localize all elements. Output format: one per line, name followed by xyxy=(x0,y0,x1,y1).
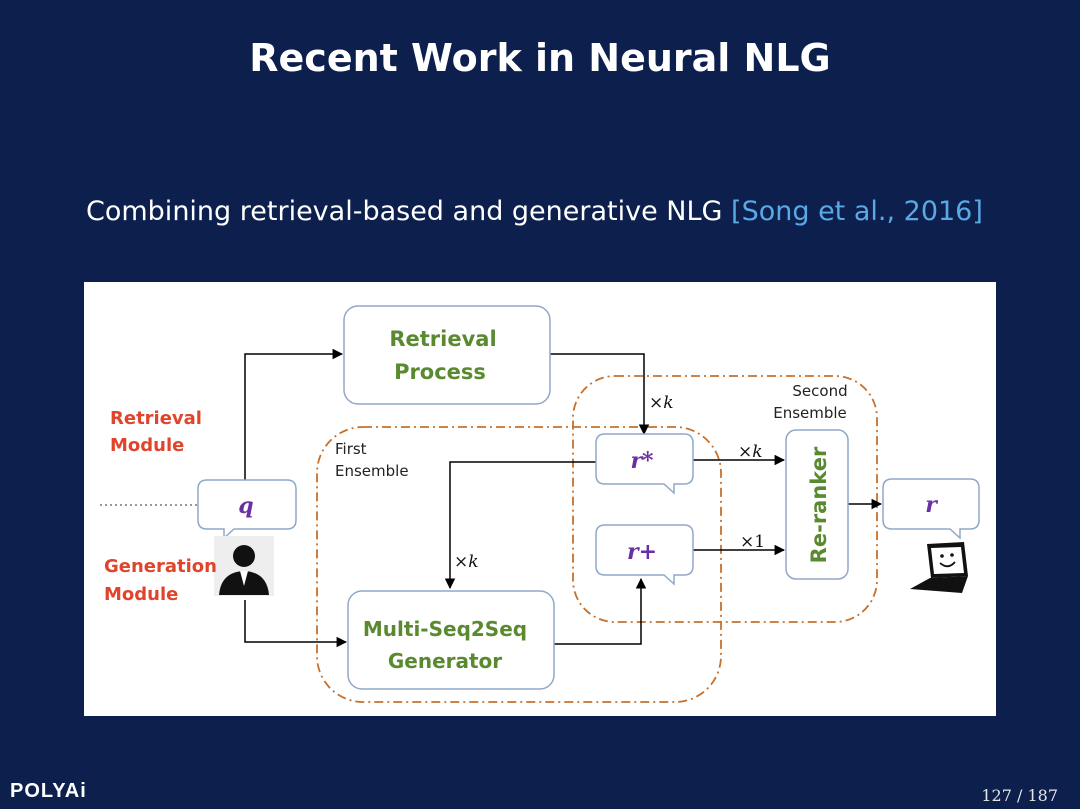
arrow-q-to-retrieval xyxy=(244,348,344,480)
retrieval-process-box xyxy=(343,305,551,405)
multiplicity-k-generator: ×k xyxy=(454,552,479,572)
first-ensemble-label-1: First xyxy=(335,440,367,458)
output-symbol: r xyxy=(925,492,938,518)
query-bubble xyxy=(197,479,297,540)
output-bubble xyxy=(882,478,980,540)
citation-link[interactable]: [Song et al., 2016] xyxy=(731,196,983,227)
polyai-logo: POLYAi xyxy=(10,780,87,802)
slide-subtitle: Combining retrieval-based and generative… xyxy=(86,196,983,227)
generation-module-label-1: Generation xyxy=(104,556,217,577)
slide-title: Recent Work in Neural NLG xyxy=(249,36,831,80)
generator-label-2: Generator xyxy=(388,649,502,673)
r-plus-bubble xyxy=(595,524,694,586)
r-star-bubble xyxy=(595,433,694,495)
generator-label-1: Multi-Seq2Seq xyxy=(363,617,527,641)
second-ensemble-label-1: Second xyxy=(792,382,847,400)
subtitle-text: Combining retrieval-based and generative… xyxy=(86,196,723,227)
retrieval-process-label-2: Process xyxy=(394,360,486,384)
reranker-box xyxy=(785,429,849,580)
generation-module-label-2: Module xyxy=(104,584,178,605)
multiplicity-k-rstar: ×k xyxy=(738,442,763,462)
arrow-retrieval-to-rstar xyxy=(550,353,650,436)
first-ensemble-region xyxy=(316,426,722,703)
architecture-figure: Retrieval Process Multi-Seq2Seq Generato… xyxy=(84,282,996,716)
architecture-diagram: Retrieval Process Multi-Seq2Seq Generato… xyxy=(100,305,980,703)
arrow-generator-to-rplus xyxy=(554,577,647,645)
retrieval-module-label-1: Retrieval xyxy=(110,408,202,429)
user-icon xyxy=(214,536,274,596)
retrieval-process-label-1: Retrieval xyxy=(389,327,496,351)
multiplicity-1-rplus: ×1 xyxy=(740,532,765,552)
arrow-q-to-generator xyxy=(244,600,348,648)
laptop-smiley-icon xyxy=(910,542,968,593)
reranker-label: Re-ranker xyxy=(807,446,831,563)
generator-box xyxy=(347,590,555,690)
query-symbol: q xyxy=(238,493,253,519)
multiplicity-k-retrieval: ×k xyxy=(649,393,674,413)
r-plus-symbol: r+ xyxy=(627,539,657,565)
r-star-symbol: r* xyxy=(630,448,654,474)
retrieval-module-label-2: Module xyxy=(110,435,184,456)
second-ensemble-label-2: Ensemble xyxy=(773,404,847,422)
first-ensemble-label-2: Ensemble xyxy=(335,462,409,480)
arrow-rstar-to-generator xyxy=(444,461,597,590)
page-number: 127 / 187 xyxy=(981,786,1058,805)
